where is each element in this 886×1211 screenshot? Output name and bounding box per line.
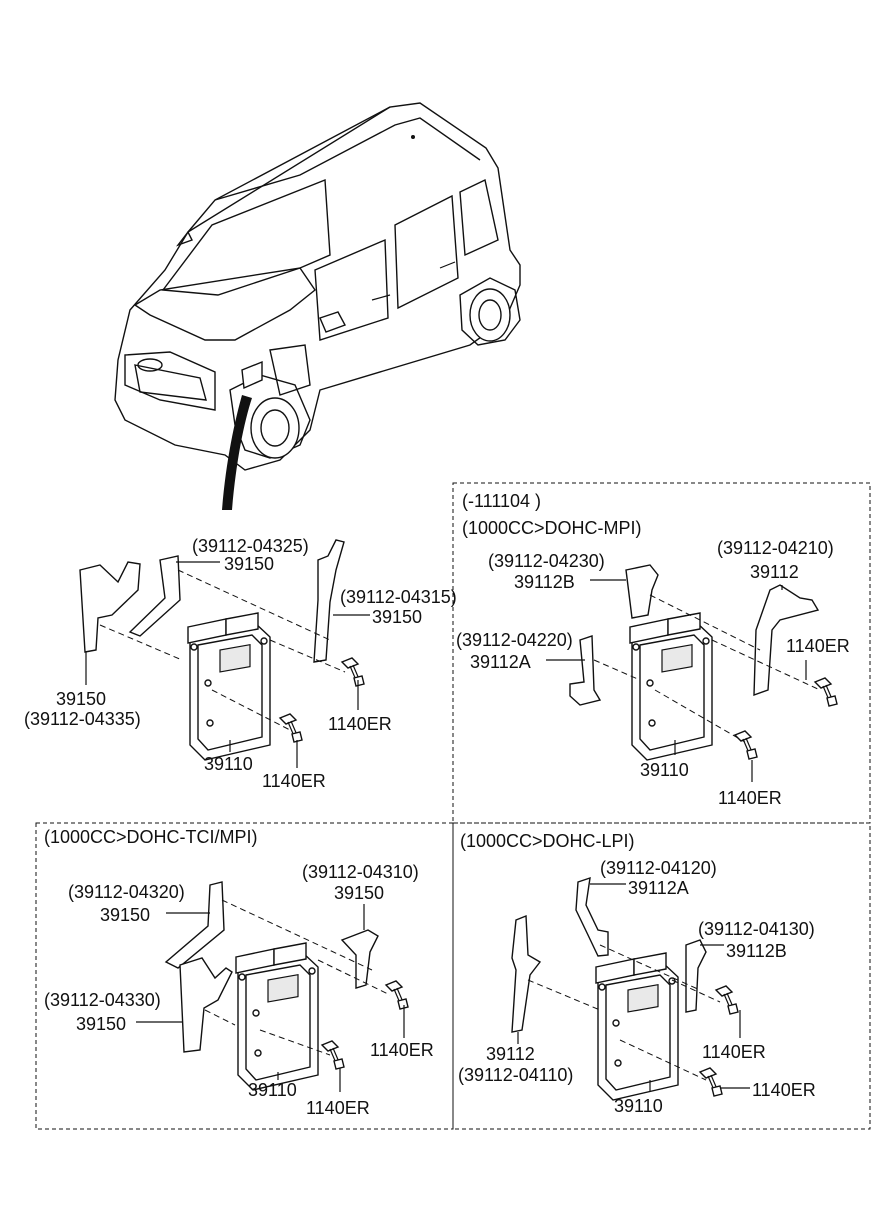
label-lpi-2: (39112-04130) bbox=[698, 919, 815, 939]
label-tci-0: (39112-04310) bbox=[302, 862, 419, 882]
label-main-0: (39112-04325) bbox=[192, 536, 309, 556]
label-dohc-mpi-2: (39112-04210) bbox=[717, 538, 834, 558]
label-main-7: 39110 bbox=[204, 754, 253, 774]
label-dohc-mpi-5: 39112A bbox=[470, 652, 531, 672]
label-dohc-mpi-8: 1140ER bbox=[718, 788, 782, 808]
label-main-5: (39112-04335) bbox=[24, 709, 141, 729]
header-dohc-mpi-0: (-111104 ) bbox=[462, 491, 541, 511]
section-dohc-tci-mpi: (1000CC>DOHC-TCI/MPI) (39112-04310) 3915… bbox=[44, 827, 434, 1118]
label-main-3: 39150 bbox=[372, 607, 422, 627]
header-dohc-lpi-0: (1000CC>DOHC-LPI) bbox=[460, 831, 635, 851]
label-lpi-5: (39112-04110) bbox=[458, 1065, 573, 1085]
label-main-4: 39150 bbox=[56, 689, 106, 709]
label-tci-6: 1140ER bbox=[370, 1040, 434, 1060]
label-lpi-7: 39110 bbox=[614, 1096, 663, 1116]
label-lpi-8: 1140ER bbox=[752, 1080, 816, 1100]
label-tci-1: 39150 bbox=[334, 883, 384, 903]
label-lpi-6: 1140ER bbox=[702, 1042, 766, 1062]
label-lpi-3: 39112B bbox=[726, 941, 787, 961]
label-lpi-4: 39112 bbox=[486, 1044, 535, 1064]
label-main-6: 1140ER bbox=[328, 714, 392, 734]
label-tci-4: (39112-04330) bbox=[44, 990, 161, 1010]
label-tci-7: 39110 bbox=[248, 1080, 297, 1100]
section-dohc-mpi: (-111104 ) (1000CC>DOHC-MPI) (39112-0423… bbox=[456, 491, 850, 808]
label-lpi-0: (39112-04120) bbox=[600, 858, 717, 878]
label-dohc-mpi-6: 1140ER bbox=[786, 636, 850, 656]
label-tci-3: 39150 bbox=[100, 905, 150, 925]
label-tci-8: 1140ER bbox=[306, 1098, 370, 1118]
label-lpi-1: 39112A bbox=[628, 878, 689, 898]
label-main-2: (39112-04315) bbox=[340, 587, 457, 607]
label-tci-2: (39112-04320) bbox=[68, 882, 185, 902]
header-dohc-mpi-1: (1000CC>DOHC-MPI) bbox=[462, 518, 642, 538]
label-main-8: 1140ER bbox=[262, 771, 326, 791]
label-dohc-mpi-0: (39112-04230) bbox=[488, 551, 605, 571]
label-tci-5: 39150 bbox=[76, 1014, 126, 1034]
label-main-1: 39150 bbox=[224, 554, 274, 574]
section-main: (39112-04325) 39150 (39112-04315) 39150 … bbox=[24, 536, 457, 791]
section-frames bbox=[35, 482, 871, 1130]
label-dohc-mpi-4: (39112-04220) bbox=[456, 630, 573, 650]
section-dohc-lpi: (1000CC>DOHC-LPI) (39112-04120) 39112A (… bbox=[458, 831, 816, 1116]
vehicle-illustration bbox=[114, 102, 521, 510]
label-dohc-mpi-1: 39112B bbox=[514, 572, 575, 592]
label-dohc-mpi-7: 39110 bbox=[640, 760, 689, 780]
label-dohc-mpi-3: 39112 bbox=[750, 562, 799, 582]
header-dohc-tci-mpi-0: (1000CC>DOHC-TCI/MPI) bbox=[44, 827, 258, 847]
